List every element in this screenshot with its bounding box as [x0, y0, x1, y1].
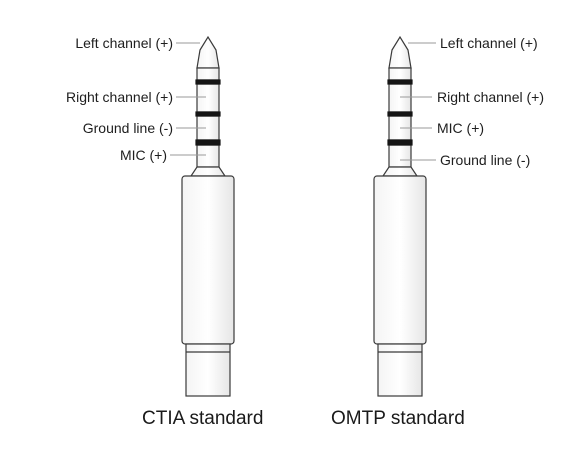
- ctia-leaders: [170, 42, 206, 156]
- ctia-label-mic: MIC (+): [119, 147, 167, 163]
- ctia-plug: [181, 35, 235, 397]
- ctia-ring-3: [195, 139, 221, 146]
- omtp-label-mic: MIC (+): [437, 120, 485, 136]
- ctia-shaft-1: [196, 67, 220, 81]
- ctia-tip: [196, 35, 220, 69]
- omtp-ring-3: [387, 139, 413, 146]
- omtp-body: [373, 175, 427, 345]
- omtp-label-ground-line: Ground line (-): [440, 152, 531, 168]
- ctia-ring-1: [195, 79, 221, 85]
- omtp-tail: [377, 343, 423, 397]
- ctia-caption: CTIA standard: [142, 408, 264, 429]
- omtp-tip: [388, 35, 412, 69]
- omtp-ring-2: [387, 111, 413, 117]
- ctia-label-right-channel: Right channel (+): [65, 89, 173, 105]
- omtp-plug: [373, 35, 427, 397]
- ctia-shaft-4: [196, 144, 220, 168]
- omtp-leaders: [400, 42, 436, 161]
- omtp-label-left-channel: Left channel (+): [440, 35, 538, 51]
- ctia-label-ground-line: Ground line (-): [82, 120, 173, 136]
- ctia-label-left-channel: Left channel (+): [75, 35, 173, 51]
- ctia-shaft-2: [196, 83, 220, 113]
- ctia-body: [181, 175, 235, 345]
- omtp-caption: OMTP standard: [331, 408, 465, 429]
- omtp-label-right-channel: Right channel (+): [437, 89, 545, 105]
- omtp-shaft-4: [388, 144, 412, 168]
- omtp-shaft-2: [388, 83, 412, 113]
- omtp-shaft-1: [388, 67, 412, 81]
- omtp-collar: [381, 166, 419, 177]
- ctia-ring-2: [195, 111, 221, 117]
- omtp-ring-1: [387, 79, 413, 85]
- ctia-tail: [185, 343, 231, 397]
- ctia-collar: [189, 166, 227, 177]
